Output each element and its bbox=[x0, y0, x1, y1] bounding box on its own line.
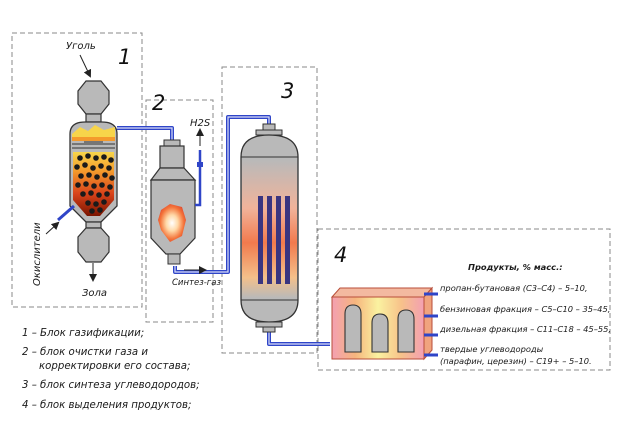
syngas-label: Синтез-газ bbox=[172, 278, 221, 288]
coal-particle bbox=[102, 172, 108, 178]
product-gasoline: бензиновая фракция – С5–С10 – 35–45, bbox=[440, 304, 610, 314]
coal-particle bbox=[107, 184, 113, 190]
coal-particle bbox=[85, 200, 91, 206]
coal-particle bbox=[86, 172, 92, 178]
coal-particle bbox=[88, 190, 94, 196]
gas-cleaner bbox=[149, 139, 203, 265]
block-number-1: 1 bbox=[118, 45, 131, 69]
block-4-frame bbox=[317, 228, 611, 371]
legend-line-2: 2 – блок очистки газа и bbox=[22, 346, 148, 358]
coal-particle bbox=[93, 155, 99, 161]
products-title: Продукты, % масс.: bbox=[468, 262, 563, 272]
product-propane-butane: пропан-бутановая (С3–С4) – 5–10, bbox=[440, 283, 588, 293]
coal-particles bbox=[74, 153, 115, 214]
block-1-frame bbox=[11, 32, 143, 308]
coal-particle bbox=[82, 162, 88, 168]
coal-particle bbox=[98, 163, 104, 169]
coal-particle bbox=[77, 155, 83, 161]
legend-line-5: 4 – блок выделения продуктов; bbox=[22, 399, 191, 411]
product-diesel: дизельная фракция – С11–С18 – 45–55, bbox=[439, 324, 611, 334]
product-paraffin: (парафин, церезин) – С19+ – 5–10. bbox=[440, 356, 592, 366]
coal-particle bbox=[101, 199, 107, 205]
block-2-frame bbox=[145, 99, 214, 323]
coal-particle bbox=[91, 183, 97, 189]
coal-particle bbox=[108, 157, 114, 163]
coal-particle bbox=[80, 191, 86, 197]
block-3-frame bbox=[221, 66, 318, 354]
block-number-4: 4 bbox=[334, 243, 347, 267]
coal-particle bbox=[97, 207, 103, 213]
coal-particle bbox=[78, 173, 84, 179]
synthesis-reactor bbox=[240, 123, 299, 333]
coal-label: Уголь bbox=[66, 41, 96, 52]
coal-particle bbox=[109, 175, 115, 181]
coal-particle bbox=[106, 165, 112, 171]
coal-particle bbox=[104, 191, 110, 197]
legend-line-1: 1 – Блок газификации; bbox=[22, 328, 144, 339]
coal-particle bbox=[90, 165, 96, 171]
legend-line-3: корректировки его состава; bbox=[39, 361, 190, 372]
product-solid-hydrocarbons: твердые углеводороды bbox=[440, 344, 544, 354]
coal-particle bbox=[94, 174, 100, 180]
coal-particle bbox=[99, 182, 105, 188]
coal-particle bbox=[89, 208, 95, 214]
coal-particle bbox=[93, 201, 99, 207]
block-number-3: 3 bbox=[281, 79, 294, 103]
h2s-label: H2S bbox=[190, 118, 211, 129]
coal-particle bbox=[83, 181, 89, 187]
coal-particle bbox=[74, 164, 80, 170]
coal-particle bbox=[85, 153, 91, 159]
product-outlets bbox=[424, 292, 438, 357]
coal-particle bbox=[101, 154, 107, 160]
ash-label: Зола bbox=[82, 288, 107, 299]
coal-particle bbox=[96, 192, 102, 198]
block-number-2: 2 bbox=[152, 91, 165, 115]
separation-unit bbox=[330, 286, 434, 361]
coal-particle bbox=[75, 182, 81, 188]
oxidizers-label: Окислители bbox=[32, 222, 43, 286]
legend-line-4: 3 – блок синтеза углеводородов; bbox=[22, 379, 200, 391]
gasifier bbox=[57, 80, 118, 263]
